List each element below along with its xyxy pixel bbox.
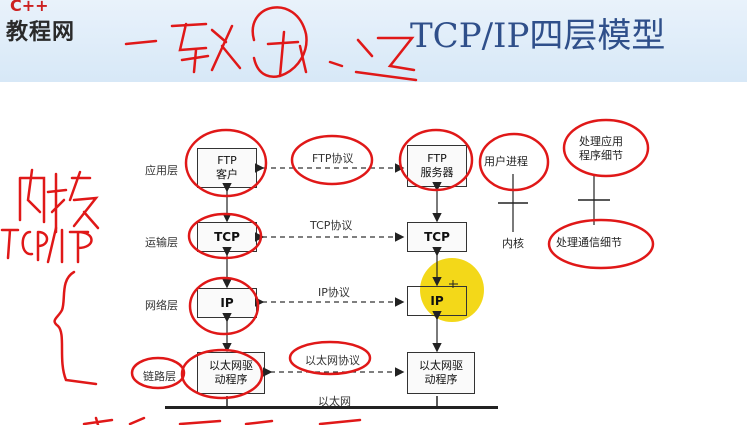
app-detail-line2: 程序细节	[579, 149, 623, 162]
server-tcp-box: TCP	[407, 222, 467, 252]
client-ftp-line2: 客户	[216, 168, 238, 181]
ink-left-tcpip-1	[0, 226, 58, 264]
ink-top-char-4	[354, 36, 418, 82]
server-ftp-box: FTP 服务器	[407, 145, 467, 187]
layer-label-link: 链路层	[143, 370, 176, 383]
layer-label-network: 网络层	[145, 299, 178, 312]
server-ftp-line1: FTP	[427, 152, 447, 165]
client-ip-label: IP	[220, 296, 234, 310]
layer-label-app: 应用层	[145, 164, 178, 177]
ink-left-char-1	[18, 168, 46, 224]
protocol-label-ftp: FTP协议	[312, 152, 354, 165]
app-detail-line1: 处理应用	[579, 135, 623, 148]
ink-circle-comm-detail	[547, 218, 655, 270]
logo-text: 教程网	[6, 20, 76, 45]
network-label: 以太网	[318, 395, 351, 408]
ink-circle-user-process	[478, 132, 550, 192]
server-ip-label: IP	[430, 294, 444, 308]
ethernet-line	[165, 406, 498, 409]
user-process-label: 用户进程	[484, 155, 528, 168]
ink-circle-client-ftp	[184, 128, 268, 198]
server-eth-line2: 动程序	[424, 373, 458, 386]
comm-detail-label: 处理通信细节	[556, 236, 622, 249]
ink-left-brace	[53, 270, 98, 386]
layer-label-transport: 运输层	[145, 236, 178, 249]
ink-circle-client-tcp	[187, 212, 263, 260]
server-eth-line1: 以太网驱	[419, 359, 463, 372]
client-eth-line2: 动程序	[214, 373, 248, 386]
ink-circle-eth-proto	[288, 340, 372, 376]
client-tcp-label: TCP	[214, 230, 240, 244]
ink-circle-app-detail	[562, 118, 650, 178]
client-ftp-line1: FTP	[217, 154, 237, 167]
ink-left-char-2	[46, 170, 100, 234]
highlight-cursor-mark	[449, 280, 458, 288]
ink-top-dash	[124, 39, 158, 46]
ink-bottom-scribble	[82, 416, 362, 425]
ink-top-char-2	[210, 24, 242, 72]
server-tcp-label: TCP	[424, 230, 450, 244]
ink-circle-link-layer	[130, 356, 186, 390]
server-eth-box: 以太网驱 动程序	[407, 352, 475, 394]
ink-circle-client-ip	[188, 276, 260, 336]
ink-top-loop	[251, 6, 308, 78]
protocol-label-tcp: TCP协议	[310, 219, 353, 232]
ink-circle-client-eth	[180, 348, 264, 400]
protocol-label-eth: 以太网协议	[305, 354, 360, 367]
ink-circle-server-ftp	[398, 128, 474, 192]
ink-top-char-1	[170, 22, 210, 74]
client-eth-line1: 以太网驱	[209, 359, 253, 372]
server-ftp-line2: 服务器	[420, 166, 454, 179]
ink-top-char-3	[266, 30, 308, 78]
ink-circle-ftp-proto	[290, 134, 374, 186]
logo-mark: C++	[10, 0, 49, 15]
kernel-label: 内核	[502, 237, 524, 250]
handwritten-annotations	[0, 6, 655, 425]
ink-left-tcpip-2	[60, 228, 93, 264]
app-detail-label: 处理应用 程序细节	[566, 135, 636, 163]
protocol-label-ip: IP协议	[318, 286, 350, 299]
slide-title: TCP/IP四层模型	[410, 16, 666, 56]
slide-header: C++ 教程网 TCP/IP四层模型	[0, 0, 747, 82]
ink-top-comma	[328, 60, 344, 68]
